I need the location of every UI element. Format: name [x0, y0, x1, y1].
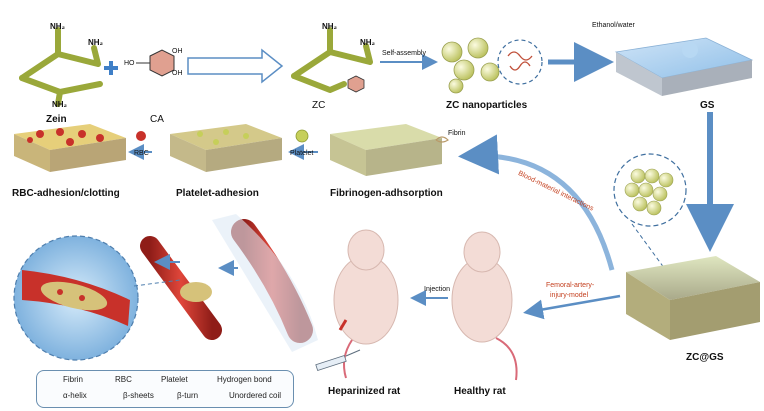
fibrinogen-label: Fibrinogen-adhsorption [330, 188, 443, 199]
nanoparticles-label: ZC nanoparticles [446, 100, 528, 111]
gs-label: GS [700, 100, 715, 111]
ca-molecule [136, 49, 175, 77]
zein-label: Zein [46, 114, 67, 125]
legend-fibrin-label: Fibrin [63, 375, 84, 384]
fibrinogen-sponge [330, 124, 442, 176]
vessel-clot [180, 282, 212, 302]
platelet-adhesion-sponge [170, 124, 282, 172]
zc-nh2-label-2: NH₂ [360, 38, 376, 47]
femoral-model-arrow [523, 294, 621, 320]
heparinized-rat-label: Heparinized rat [328, 386, 401, 397]
platelet-label: Platelet [290, 150, 314, 157]
injection-label: Injection [424, 286, 451, 293]
heparinized-rat [333, 229, 399, 379]
rbc-clotting-sponge [14, 124, 126, 172]
legend-box: Fibrin RBC Platelet Hydrogen bond α-heli… [36, 370, 294, 408]
zc-molecule [291, 27, 373, 93]
ethanol-water-label: Ethanol/water [592, 22, 635, 29]
zein-nh2-label-2: NH₂ [88, 38, 104, 47]
zc-nanoparticles [441, 37, 500, 94]
legend-platelet-label: Platelet [161, 375, 188, 384]
fibrin-label: Fibrin [448, 130, 466, 137]
zein-nh2-label-3: NH₂ [52, 100, 68, 109]
ca-ho-label: HO [124, 60, 135, 67]
zc-catechol-ring [347, 75, 365, 93]
gs-sponge [614, 37, 754, 96]
syringe-icon [315, 349, 361, 371]
legend-hbond-label: Hydrogen bond [217, 375, 272, 384]
particle-magnifier [613, 153, 687, 277]
legend-coil-label: Unordered coil [229, 391, 282, 400]
femoral-label-line1: Femoral-artery- [546, 282, 595, 289]
synthesis-arrow [187, 48, 284, 84]
platelet-icon [295, 129, 309, 143]
zc-nh2-label-1: NH₂ [322, 22, 338, 31]
ca-oh-label-1: OH [172, 48, 183, 55]
healthy-rat-label: Healthy rat [454, 386, 506, 397]
light-beam [212, 214, 318, 352]
legend-ahelix-label: α-helix [63, 391, 87, 400]
self-assembly-label: Self-assembly [382, 50, 426, 57]
platelet-adhesion-label: Platelet-adhesion [176, 188, 259, 199]
nanoparticle-zoom-circle [497, 39, 543, 85]
zcgs-label: ZC@GS [686, 352, 724, 363]
plus-sign [104, 61, 118, 75]
blood-material-arrow [458, 134, 615, 271]
ca-oh-label-2: OH [172, 70, 183, 77]
fibrin-icon [435, 136, 449, 143]
femoral-label-line2: injury-model [550, 292, 589, 299]
nanoparticle-chains [507, 51, 533, 71]
healthy-rat [451, 231, 518, 381]
rbc-adhesion-label: RBC-adhesion/clotting [12, 188, 120, 199]
zc-label: ZC [312, 100, 326, 111]
zein-molecule [19, 27, 103, 107]
rbc-label: RBC [134, 150, 149, 157]
legend-rbc-label: RBC [115, 375, 132, 384]
legend-bturn-label: β-turn [177, 391, 199, 400]
ca-label: CA [150, 114, 164, 125]
zcgs-sponge [626, 256, 760, 340]
legend-bsheets-label: β-sheets [123, 391, 154, 400]
zein-nh2-label-1: NH₂ [50, 22, 66, 31]
vessel-magnifier [13, 235, 181, 361]
rbc-icon [136, 131, 146, 141]
